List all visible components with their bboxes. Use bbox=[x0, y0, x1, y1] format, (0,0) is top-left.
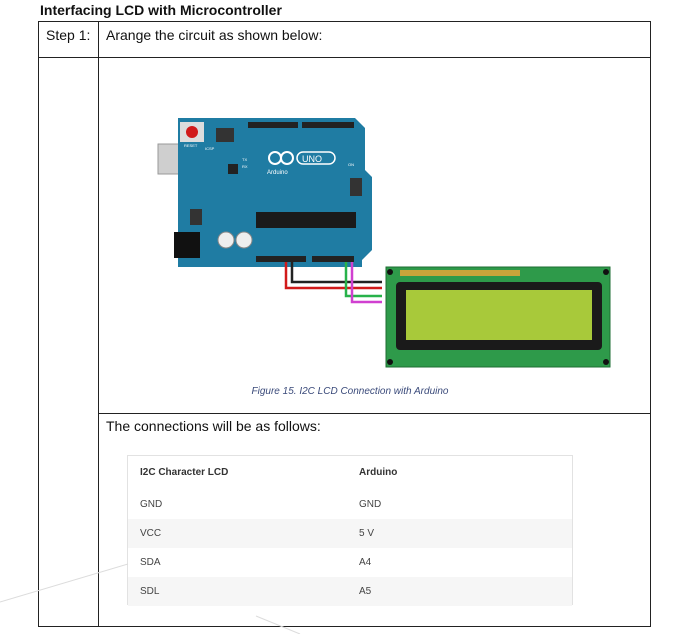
power-jack bbox=[174, 232, 200, 258]
decorative-lines bbox=[0, 563, 301, 634]
table-row: GND GND bbox=[128, 490, 572, 519]
table-row: SDA A4 bbox=[128, 548, 572, 577]
column-divider bbox=[98, 21, 99, 627]
icsp-header-right bbox=[350, 178, 362, 196]
digital-header-2 bbox=[302, 122, 354, 128]
page-heading: Interfacing LCD with Microcontroller bbox=[40, 2, 282, 18]
connections-intro: The connections will be as follows: bbox=[106, 418, 321, 434]
lcd-pin: SDL bbox=[140, 586, 160, 597]
table-header-row: I2C Character LCD Arduino bbox=[128, 458, 572, 487]
arduino-logo: UNO Arduino bbox=[267, 151, 336, 176]
svg-text:UNO: UNO bbox=[302, 154, 322, 164]
header-arduino: Arduino bbox=[359, 467, 398, 478]
digital-header-1 bbox=[248, 122, 298, 128]
mount-hole-3 bbox=[387, 359, 393, 365]
microcontroller-chip bbox=[256, 212, 356, 228]
reset-label: RESET bbox=[184, 143, 198, 148]
arduino-pin: GND bbox=[359, 499, 382, 510]
rx-label: RX bbox=[242, 164, 248, 169]
arduino-board bbox=[178, 118, 372, 267]
lcd-pin-header bbox=[400, 270, 520, 276]
table-row: VCC 5 V bbox=[128, 519, 572, 548]
wire-sda bbox=[344, 262, 382, 298]
small-chip bbox=[228, 164, 238, 174]
lcd-screen bbox=[406, 290, 592, 340]
icsp-label: ICSP bbox=[205, 146, 215, 151]
lcd-pin: SDA bbox=[140, 557, 161, 568]
step-label: Step 1: bbox=[46, 27, 91, 43]
capacitor-1 bbox=[217, 231, 235, 249]
mount-hole-4 bbox=[603, 359, 609, 365]
power-header bbox=[256, 256, 306, 262]
header-lcd: I2C Character LCD bbox=[140, 467, 229, 478]
lcd-pin: VCC bbox=[140, 528, 162, 539]
step-instruction: Arange the circuit as shown below: bbox=[106, 27, 323, 43]
voltage-regulator bbox=[190, 209, 202, 225]
icsp-header-top bbox=[216, 128, 234, 142]
mount-hole-1 bbox=[387, 269, 393, 275]
figure-caption: Figure 15. I2C LCD Connection with Ardui… bbox=[251, 386, 449, 397]
row-divider-2 bbox=[98, 413, 651, 414]
wire-scl bbox=[350, 262, 382, 304]
svg-text:Arduino: Arduino bbox=[267, 170, 288, 176]
mount-hole-2 bbox=[603, 269, 609, 275]
lcd-pin: GND bbox=[140, 499, 163, 510]
analog-header bbox=[312, 256, 354, 262]
connection-table: I2C Character LCD Arduino GND GND VCC 5 … bbox=[127, 455, 573, 606]
circuit-figure: RESET ICSP UNO Arduino TX RX ON bbox=[157, 118, 611, 368]
arduino-pin: A5 bbox=[359, 586, 372, 597]
on-label: ON bbox=[348, 162, 354, 167]
row-divider-1 bbox=[38, 57, 651, 58]
reset-button bbox=[186, 126, 198, 138]
wire-vcc bbox=[284, 262, 382, 290]
capacitor-2 bbox=[235, 231, 253, 249]
arduino-pin: 5 V bbox=[359, 528, 375, 539]
step-table-border bbox=[38, 21, 651, 627]
arduino-pin: A4 bbox=[359, 557, 372, 568]
tx-label: TX bbox=[242, 157, 247, 162]
table-row: SDL A5 bbox=[128, 577, 572, 606]
